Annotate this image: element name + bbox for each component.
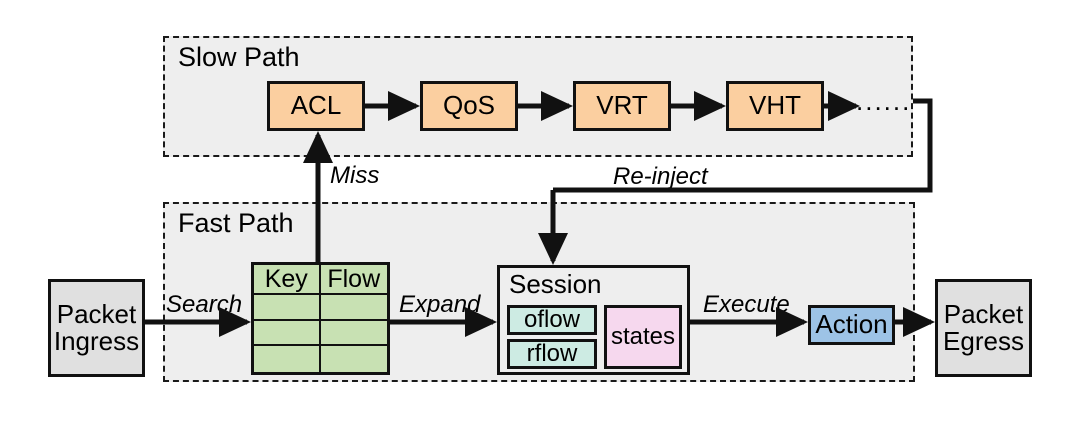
node-action[interactable]: Action [808,305,895,345]
node-rflow[interactable]: rflow [507,339,597,369]
flow-table-cell [320,321,387,347]
node-qos[interactable]: QoS [420,81,518,131]
node-vht[interactable]: VHT [726,81,824,131]
flow-table-cell [254,346,321,372]
flow-table-cell [320,295,387,321]
node-packet-egress[interactable]: Packet Egress [935,279,1032,377]
flow-table-cell [254,320,321,347]
node-vrt[interactable]: VRT [573,81,671,131]
node-states[interactable]: states [604,305,682,369]
region-fast-path-label: Fast Path [178,208,294,238]
session-title: Session [509,269,602,299]
flow-table[interactable]: Key Flow [251,262,390,375]
region-slow-path-label: Slow Path [178,42,300,72]
edge-label-miss: Miss [330,162,380,189]
node-oflow[interactable]: oflow [507,305,597,335]
edge-label-reinject: Re-inject [613,163,708,190]
node-packet-ingress[interactable]: Packet Ingress [48,279,145,377]
wire-reinject-route [553,98,933,193]
node-acl[interactable]: ACL [267,81,365,131]
flow-table-header-flow: Flow [320,265,387,295]
edge-label-execute: Execute [703,291,790,318]
flow-table-cell [254,295,321,321]
slow-path-continuation-dots: ...... [856,86,912,116]
flow-table-header-key: Key [254,265,321,295]
